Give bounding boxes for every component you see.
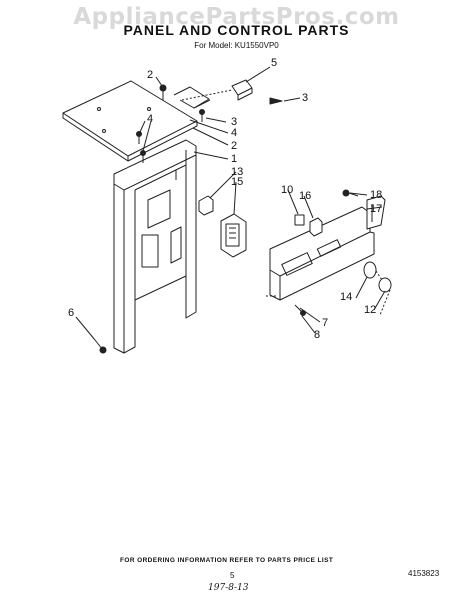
callout-4-top: 2 <box>147 69 153 81</box>
callout-4-left: 4 <box>147 113 153 125</box>
switch-part <box>198 195 247 258</box>
side-bracket <box>366 195 386 230</box>
callout-18: 18 <box>370 189 382 201</box>
page-number: 5 <box>230 571 235 580</box>
ordering-info: FOR ORDERING INFORMATION REFER TO PARTS … <box>120 557 334 564</box>
callout-16: 16 <box>299 190 311 202</box>
callout-2: 2 <box>231 140 237 152</box>
clip-part <box>181 79 253 101</box>
callout-12: 12 <box>364 304 376 316</box>
screw-set <box>94 84 359 354</box>
document-number: 4153823 <box>408 569 440 578</box>
callout-14: 14 <box>340 291 352 303</box>
mounting-bracket <box>173 86 211 109</box>
callout-6: 6 <box>68 307 74 319</box>
callout-13: 13 <box>231 166 243 178</box>
callout-1: 1 <box>231 153 237 165</box>
callout-5: 5 <box>271 57 277 69</box>
control-frame <box>113 139 197 354</box>
callout-4-right: 3 <box>302 92 308 104</box>
callout-4-mid: 4 <box>231 127 237 139</box>
callout-17: 17 <box>370 203 382 215</box>
callout-15: 15 <box>231 176 243 188</box>
screw-8 <box>294 304 306 316</box>
handwritten-date: 197-8-13 <box>208 583 249 593</box>
callout-8: 8 <box>314 329 320 341</box>
callout-10: 10 <box>281 184 293 196</box>
callout-7: 7 <box>322 317 328 329</box>
watermark-text: AppliancePartsPros.com <box>73 4 400 30</box>
control-knobs <box>363 261 392 316</box>
model-subtitle: For Model: KU1550VP0 <box>194 41 279 50</box>
top-panel <box>62 80 198 162</box>
indicator-parts <box>294 214 323 237</box>
page-title: PANEL AND CONTROL PARTS <box>123 22 350 38</box>
control-panel <box>266 206 375 301</box>
callout-3: 3 <box>231 116 237 128</box>
leader-lines <box>75 66 386 341</box>
